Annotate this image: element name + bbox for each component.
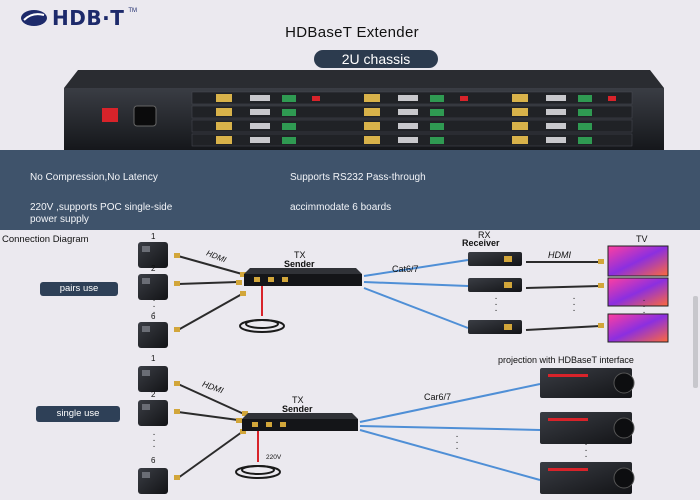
source-device-6-bottom	[138, 468, 168, 494]
scrollbar[interactable]	[693, 296, 698, 388]
tv-3	[607, 313, 669, 343]
source-device-2-bottom	[138, 400, 168, 426]
connection-diagram-heading: Connection Diagram	[2, 234, 89, 245]
feature-no-compression: No Compression,No Latency	[30, 172, 158, 183]
chassis-badge: 2U chassis	[314, 50, 438, 68]
feature-poc-power: 220V ,supports POC single-side power sup…	[30, 202, 172, 226]
feature-six-boards: accimmodate 6 boards	[290, 202, 392, 213]
ellipsis-icon-cat-bottom: ···	[455, 431, 459, 454]
brand-logo: HDB·T TM	[20, 6, 137, 30]
tx-label-top: TX	[294, 250, 306, 260]
tx-label-bottom: TX	[292, 395, 304, 405]
ellipsis-icon-projectors: ···	[584, 439, 588, 462]
ellipsis-icon-sources-top: ···	[152, 295, 156, 318]
source-device-1-bottom	[138, 366, 168, 392]
source-number-1-bottom: 1	[151, 354, 156, 363]
sender-label-bottom: Sender	[282, 404, 313, 414]
ellipsis-icon-receivers: ···	[494, 293, 498, 316]
extender-chassis-image	[64, 70, 664, 150]
tv-2	[607, 277, 669, 307]
ellipsis-icon-tvs: ···	[642, 295, 646, 318]
tx-sender-bottom	[242, 413, 358, 431]
source-device-6-top	[138, 322, 168, 348]
hdmi-label-rx: HDMI	[548, 250, 571, 260]
sender-label-top: Sender	[284, 259, 315, 269]
projector-2	[540, 412, 635, 444]
tv-label: TV	[636, 234, 648, 244]
pairs-use-label: pairs use	[40, 282, 118, 296]
projector-3	[540, 462, 635, 494]
feature-rs232: Supports RS232 Pass-through	[290, 172, 426, 183]
rx-receiver-3	[468, 320, 522, 334]
feature-poc-line1: 220V ,supports POC single-side	[30, 202, 173, 213]
ellipsis-icon-sources-bottom: ···	[152, 429, 156, 452]
features-band: No Compression,No Latency Supports RS232…	[0, 150, 700, 230]
source-number-2-top: 2	[151, 264, 156, 273]
cable-label-bottom: Car6/7	[424, 392, 452, 402]
source-device-2-top	[138, 274, 168, 300]
tx-sender-top	[244, 268, 362, 286]
tv-1	[607, 245, 669, 277]
rx-label: RX	[478, 230, 491, 240]
feature-poc-line2: power supply	[30, 214, 89, 225]
projection-label: projection with HDBaseT interface	[498, 355, 634, 365]
brand-trademark: TM	[128, 8, 138, 14]
brand-name: HDB·T	[52, 6, 125, 30]
power-label-bottom: 220V	[266, 454, 282, 461]
cable-label-top: Cat6/7	[392, 264, 419, 274]
projector-1	[540, 368, 635, 398]
source-number-6-top: 6	[151, 312, 156, 321]
single-use-label: single use	[36, 406, 120, 422]
source-number-6-bottom: 6	[151, 456, 156, 465]
ellipsis-icon-rx-cables: ···	[572, 293, 576, 316]
page-title: HDBaseT Extender	[285, 24, 419, 41]
source-device-1-top	[138, 242, 168, 268]
brand-swoosh-icon	[21, 10, 47, 26]
source-number-1-top: 1	[151, 232, 156, 241]
rx-receiver-2	[468, 278, 522, 292]
source-number-2-bottom: 2	[151, 390, 156, 399]
rx-receiver-1	[468, 252, 522, 266]
receiver-label: Receiver	[462, 238, 500, 248]
